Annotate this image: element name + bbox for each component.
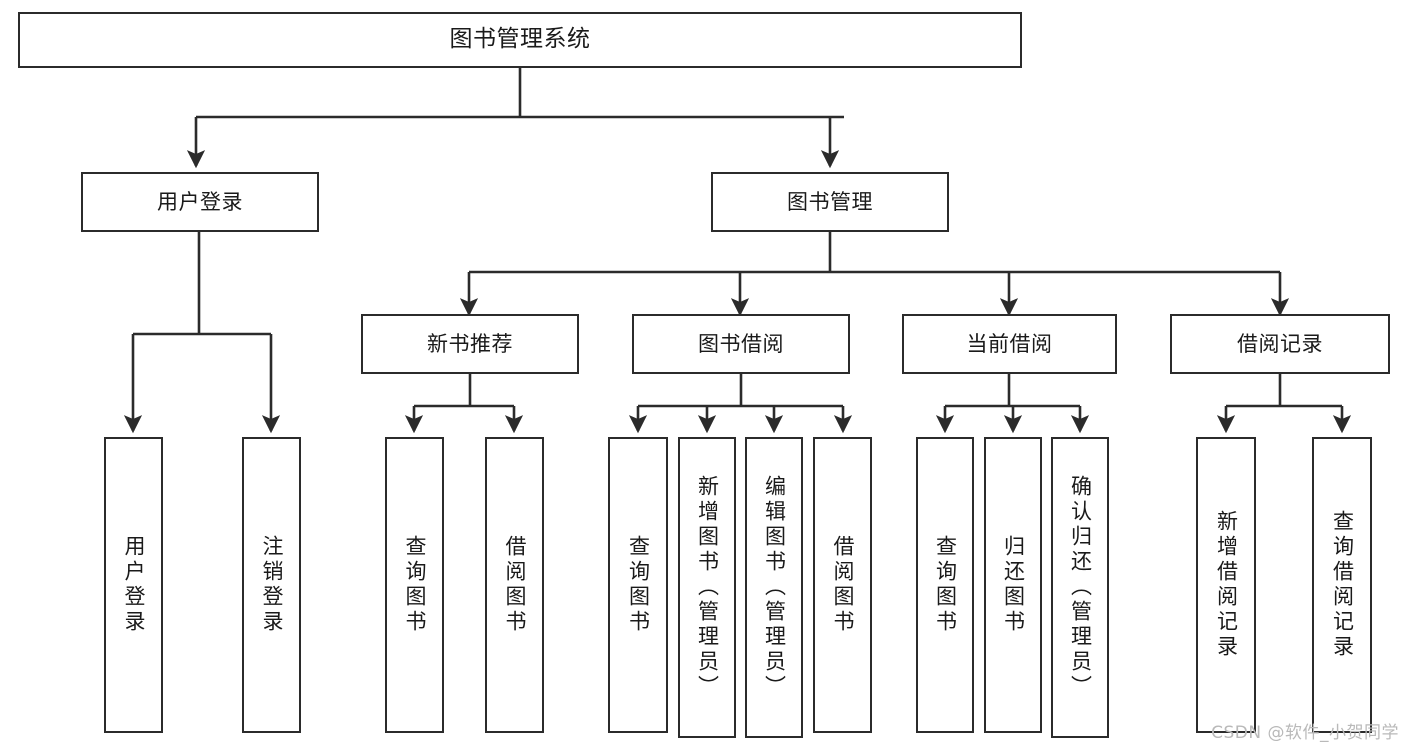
leaf-user-logout-label: 注销登录 [260, 535, 284, 635]
leaf-recommend-query-book[interactable]: 查询图书 [385, 437, 444, 733]
leaf-current-query-book[interactable]: 查询图书 [916, 437, 974, 733]
leaf-borrow-query-book-label: 查询图书 [626, 535, 651, 635]
leaf-current-confirm-return-label: 确认归还（管理员） [1068, 475, 1093, 700]
leaf-record-add-record-label: 新增借阅记录 [1214, 510, 1239, 660]
leaf-record-add-record[interactable]: 新增借阅记录 [1196, 437, 1256, 733]
node-new-book-recommend-label: 新书推荐 [427, 331, 513, 356]
node-user-login-label: 用户登录 [157, 189, 243, 214]
leaf-borrow-edit-book[interactable]: 编辑图书（管理员） [745, 437, 803, 738]
csdn-watermark: CSDN @软件_小贺同学 [1211, 723, 1399, 743]
leaf-borrow-query-book[interactable]: 查询图书 [608, 437, 668, 733]
leaf-record-query-record[interactable]: 查询借阅记录 [1312, 437, 1372, 733]
node-root-label: 图书管理系统 [449, 26, 591, 53]
leaf-current-query-book-label: 查询图书 [933, 535, 958, 635]
leaf-user-logout[interactable]: 注销登录 [242, 437, 301, 733]
leaf-borrow-borrow-book-label: 借阅图书 [831, 535, 855, 635]
node-book-management-label: 图书管理 [787, 189, 873, 214]
leaf-user-login[interactable]: 用户登录 [104, 437, 163, 733]
node-current-borrow-label: 当前借阅 [966, 331, 1053, 356]
node-new-book-recommend[interactable]: 新书推荐 [361, 314, 579, 374]
leaf-record-query-record-label: 查询借阅记录 [1330, 510, 1355, 660]
leaf-borrow-borrow-book[interactable]: 借阅图书 [813, 437, 872, 733]
node-book-borrow-label: 图书借阅 [698, 331, 784, 356]
node-root[interactable]: 图书管理系统 [18, 12, 1022, 68]
node-borrow-record-label: 借阅记录 [1237, 331, 1323, 356]
leaf-borrow-edit-book-label: 编辑图书（管理员） [762, 475, 787, 700]
node-borrow-record[interactable]: 借阅记录 [1170, 314, 1390, 374]
leaf-current-confirm-return[interactable]: 确认归还（管理员） [1051, 437, 1109, 738]
node-book-management[interactable]: 图书管理 [711, 172, 949, 232]
leaf-borrow-add-book-label: 新增图书（管理员） [695, 475, 720, 700]
leaf-recommend-query-book-label: 查询图书 [403, 535, 427, 635]
leaf-current-return-book-label: 归还图书 [1001, 535, 1026, 635]
leaf-current-return-book[interactable]: 归还图书 [984, 437, 1042, 733]
leaf-borrow-add-book[interactable]: 新增图书（管理员） [678, 437, 736, 738]
node-book-borrow[interactable]: 图书借阅 [632, 314, 850, 374]
leaf-user-login-label: 用户登录 [122, 535, 146, 635]
leaf-recommend-borrow-book[interactable]: 借阅图书 [485, 437, 544, 733]
leaf-recommend-borrow-book-label: 借阅图书 [503, 535, 527, 635]
node-user-login[interactable]: 用户登录 [81, 172, 319, 232]
node-current-borrow[interactable]: 当前借阅 [902, 314, 1117, 374]
